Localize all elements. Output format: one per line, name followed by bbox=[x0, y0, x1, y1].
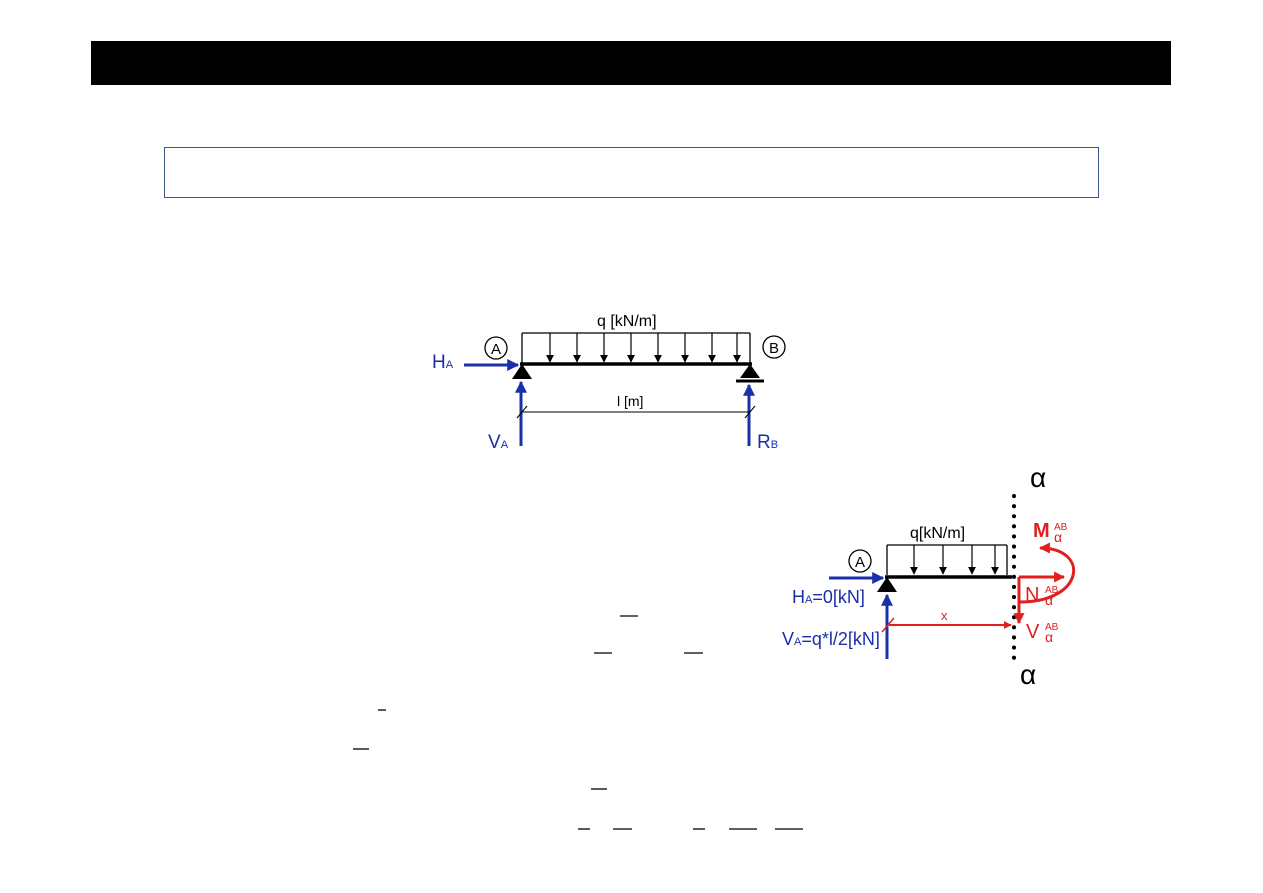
distributed-load-2 bbox=[886, 544, 1008, 575]
reaction-va-label: VA bbox=[488, 432, 509, 453]
shear-label: V bbox=[1026, 621, 1040, 643]
moment-arrow bbox=[1019, 542, 1076, 604]
svg-text:A: A bbox=[855, 554, 865, 571]
normal-sup: AB bbox=[1045, 585, 1059, 596]
load-label-1: q [kN/m] bbox=[597, 313, 657, 330]
node-a-marker-2: A bbox=[848, 549, 872, 573]
x-dimension bbox=[881, 617, 1012, 633]
node-a-marker: A bbox=[484, 336, 508, 360]
svg-text:A: A bbox=[491, 341, 501, 358]
reaction-ha-label-2: HA=0[kN] bbox=[792, 587, 865, 607]
moment-sup: AB bbox=[1054, 522, 1068, 533]
load-label-2: q[kN/m] bbox=[910, 525, 965, 542]
formula-fraction-bars bbox=[353, 615, 803, 830]
section-label-bottom: α bbox=[1020, 659, 1036, 690]
pin-support-a bbox=[512, 364, 532, 379]
subtitle-box bbox=[164, 147, 1099, 198]
svg-text:B: B bbox=[769, 340, 779, 357]
free-body-diagram: α α q[kN/m] A HA=0[kN] VA=q*l/2[kN] bbox=[782, 462, 1076, 690]
moment-label: M bbox=[1033, 520, 1050, 542]
moment-sub: α bbox=[1054, 529, 1062, 545]
section-label-top: α bbox=[1030, 462, 1046, 493]
shear-sup: AB bbox=[1045, 622, 1059, 633]
simply-supported-beam-diagram: q [kN/m] A B HA VA RB bbox=[432, 313, 786, 453]
span-dimension bbox=[516, 405, 756, 419]
distributed-load-1 bbox=[521, 332, 751, 364]
pin-support-a-2 bbox=[877, 577, 897, 592]
span-label: l [m] bbox=[617, 393, 643, 409]
x-label: x bbox=[941, 608, 948, 623]
reaction-va-label-2: VA=q*l/2[kN] bbox=[782, 629, 880, 649]
shear-sub: α bbox=[1045, 629, 1053, 645]
reaction-rb-label: RB bbox=[757, 432, 778, 453]
node-b-marker: B bbox=[762, 335, 786, 359]
title-bar bbox=[91, 41, 1171, 85]
roller-support-b bbox=[736, 364, 764, 383]
normal-sub: α bbox=[1045, 592, 1053, 608]
normal-label: N bbox=[1025, 584, 1039, 606]
reaction-ha-label: HA bbox=[432, 352, 454, 373]
